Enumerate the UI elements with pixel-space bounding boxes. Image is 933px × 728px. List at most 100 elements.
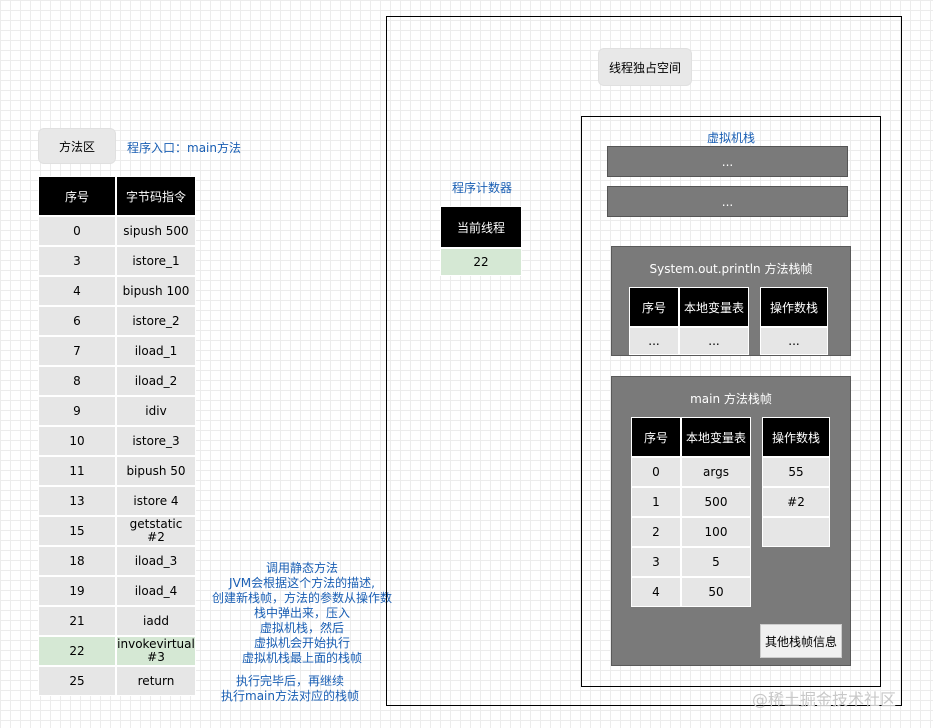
println-index-cell: ... <box>629 327 679 355</box>
bytecode-index-cell: 21 <box>38 606 116 636</box>
bytecode-instr-cell: bipush 100 <box>116 276 196 306</box>
local-index-cell: 1 <box>631 487 681 517</box>
bytecode-index-cell: 15 <box>38 516 116 546</box>
vm-stack <box>581 116 881 687</box>
bytecode-index-cell: 25 <box>38 666 116 696</box>
bytecode-index-cell: 8 <box>38 366 116 396</box>
main-index-header: 序号 <box>631 417 681 457</box>
bytecode-instr-header: 字节码指令 <box>116 176 196 216</box>
bytecode-instr-cell: istore_2 <box>116 306 196 336</box>
operand-stack-cell: 55 <box>762 457 830 487</box>
local-index-cell: 3 <box>631 547 681 577</box>
local-value-cell: 100 <box>681 517 751 547</box>
current-thread-header: 当前线程 <box>440 206 522 248</box>
main-operand-stack: 55#2 <box>762 457 830 547</box>
local-value-cell: 50 <box>681 577 751 607</box>
println-locals-header: 本地变量表 <box>679 287 749 327</box>
bytecode-index-cell: 19 <box>38 576 116 606</box>
other-frame-info: 其他栈帧信息 <box>760 624 842 658</box>
program-entry-label: 程序入口：main方法 <box>127 141 241 155</box>
main-operand-header: 操作数栈 <box>762 417 830 457</box>
stack-frame-placeholder: ... <box>607 146 848 177</box>
bytecode-instr-cell: istore_3 <box>116 426 196 456</box>
bytecode-index-cell: 9 <box>38 396 116 426</box>
bytecode-instr-cell: sipush 500 <box>116 216 196 246</box>
bytecode-instr-cell: iload_4 <box>116 576 196 606</box>
local-index-cell: 2 <box>631 517 681 547</box>
bytecode-instr-cell: iload_3 <box>116 546 196 576</box>
bytecode-instr-cell: iload_2 <box>116 366 196 396</box>
program-counter-value: 22 <box>440 248 522 276</box>
bytecode-instr-cell: idiv <box>116 396 196 426</box>
operand-stack-cell <box>762 517 830 547</box>
main-locals-header: 本地变量表 <box>681 417 751 457</box>
bytecode-index-cell: 13 <box>38 486 116 516</box>
bytecode-index-cell: 22 <box>38 636 116 666</box>
method-area-title: 方法区 <box>38 128 116 164</box>
bytecode-instr-cell: return <box>116 666 196 696</box>
note-line: 调用静态方法 <box>265 561 338 575</box>
local-value-cell: 500 <box>681 487 751 517</box>
bytecode-index-cell: 18 <box>38 546 116 576</box>
local-value-cell: 5 <box>681 547 751 577</box>
note-line: 虚拟机栈最上面的栈帧 <box>241 651 362 665</box>
note-line: 执行完毕后，再继续 <box>235 674 344 688</box>
local-index-cell: 4 <box>631 577 681 607</box>
return-explanation: 执行完毕后，再继续执行main方法对应的栈帧 <box>210 674 370 704</box>
note-line: 执行main方法对应的栈帧 <box>221 689 359 703</box>
bytecode-index-cell: 4 <box>38 276 116 306</box>
println-operand-header: 操作数栈 <box>760 287 828 327</box>
bytecode-instr-cell: invokevirtual #3 <box>116 636 196 666</box>
local-index-cell: 0 <box>631 457 681 487</box>
vm-stack-title: 虚拟机栈 <box>706 131 755 145</box>
note-line: 栈中弹出来，压入 <box>253 606 350 620</box>
main-frame-title: main 方法栈帧 <box>690 392 772 406</box>
program-counter-label: 程序计数器 <box>451 181 512 195</box>
bytecode-instr-cell: iload_1 <box>116 336 196 366</box>
bytecode-instr-cell: istore_1 <box>116 246 196 276</box>
thread-private-space <box>386 16 902 706</box>
println-locals-cell: ... <box>679 327 749 355</box>
note-line: 虚拟机栈，然后 <box>259 621 344 635</box>
bytecode-index-cell: 3 <box>38 246 116 276</box>
note-line: JVM会根据这个方法的描述, <box>229 576 375 590</box>
note-line: 创建新栈帧，方法的参数从操作数 <box>211 591 392 605</box>
bytecode-instr-cell: istore 4 <box>116 486 196 516</box>
println-index-header: 序号 <box>629 287 679 327</box>
note-line: 虚拟机会开始执行 <box>253 636 350 650</box>
bytecode-index-cell: 6 <box>38 306 116 336</box>
bytecode-index-cell: 10 <box>38 426 116 456</box>
bytecode-index-cell: 0 <box>38 216 116 246</box>
stack-frame-placeholder: ... <box>607 186 848 217</box>
bytecode-index-header: 序号 <box>38 176 116 216</box>
bytecode-index-cell: 7 <box>38 336 116 366</box>
local-value-cell: args <box>681 457 751 487</box>
thread-space-title: 线程独占空间 <box>598 48 692 86</box>
watermark: @稀土掘金技术社区 <box>752 690 897 709</box>
println-frame-title: System.out.println 方法栈帧 <box>649 262 813 276</box>
